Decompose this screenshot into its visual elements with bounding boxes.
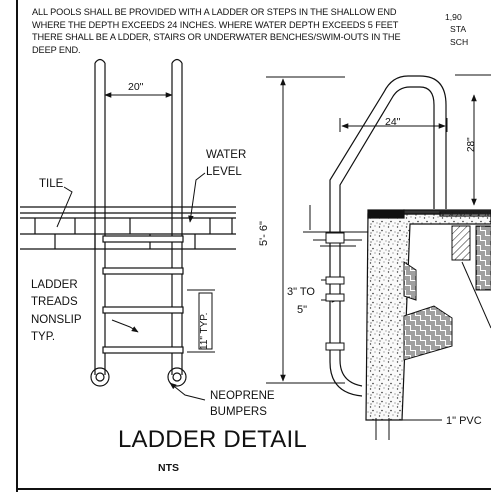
drawing-title: LADDER DETAIL xyxy=(118,426,307,453)
general-notes: ALL POOLS SHALL BE PROVIDED WITH A LADDE… xyxy=(32,6,452,56)
dimension-11-typ xyxy=(187,289,215,353)
label-range-3: 3" TO xyxy=(287,286,315,298)
pvc-leader xyxy=(375,418,442,440)
ladder-rails xyxy=(94,58,183,375)
dimension-5-6 xyxy=(266,76,345,384)
corner-note: 1,90 xyxy=(445,12,462,22)
label-depth-28: 28" xyxy=(466,137,477,152)
rail-brackets xyxy=(325,232,345,351)
tile-band xyxy=(20,206,236,250)
label-treads: TREADS xyxy=(31,296,78,308)
label-neoprene: NEOPRENE xyxy=(210,390,275,402)
label-nonslip: NONSLIP xyxy=(31,314,82,326)
deck-cap xyxy=(439,211,491,217)
label-level: LEVEL xyxy=(206,166,242,178)
section-view xyxy=(266,74,491,440)
note-line: THERE SHALL BE A LDDER, STAIRS OR UNDERW… xyxy=(32,32,401,43)
label-bumpers: BUMPERS xyxy=(210,406,267,418)
label-pvc: 1" PVC xyxy=(446,415,482,427)
corner-note: STA xyxy=(450,24,467,34)
label-depth-5-6: 5'- 6" xyxy=(258,221,270,246)
corner-note: SCH xyxy=(450,37,469,47)
dimension-28 xyxy=(455,74,491,206)
note-line: DEEP END. xyxy=(32,44,81,55)
label-water: WATER xyxy=(206,149,247,161)
note-line: WHERE THE DEPTH EXCEEDS 24 INCHES. WHERE… xyxy=(32,19,399,30)
neoprene-bumpers-front xyxy=(90,367,187,387)
wall-hatch xyxy=(403,261,453,361)
ladder-treads xyxy=(102,235,184,354)
label-tread-spacing: 11" TYP. xyxy=(199,312,210,350)
handrail-section xyxy=(329,75,447,397)
label-width-20: 20" xyxy=(128,81,144,93)
note-line: ALL POOLS SHALL BE PROVIDED WITH A LADDE… xyxy=(32,7,397,17)
front-elevation xyxy=(20,58,236,401)
dimension-24 xyxy=(339,118,448,132)
label-ladder: LADDER xyxy=(31,279,78,291)
label-width-24: 24" xyxy=(385,116,401,128)
label-range-5: 5" xyxy=(297,304,308,316)
sheet-border xyxy=(16,0,491,492)
label-tile: TILE xyxy=(39,178,64,190)
label-typ: TYP. xyxy=(31,331,56,343)
scale-note: NTS xyxy=(158,462,179,474)
leader-lines-left xyxy=(56,172,206,401)
step-cutouts xyxy=(451,225,491,329)
